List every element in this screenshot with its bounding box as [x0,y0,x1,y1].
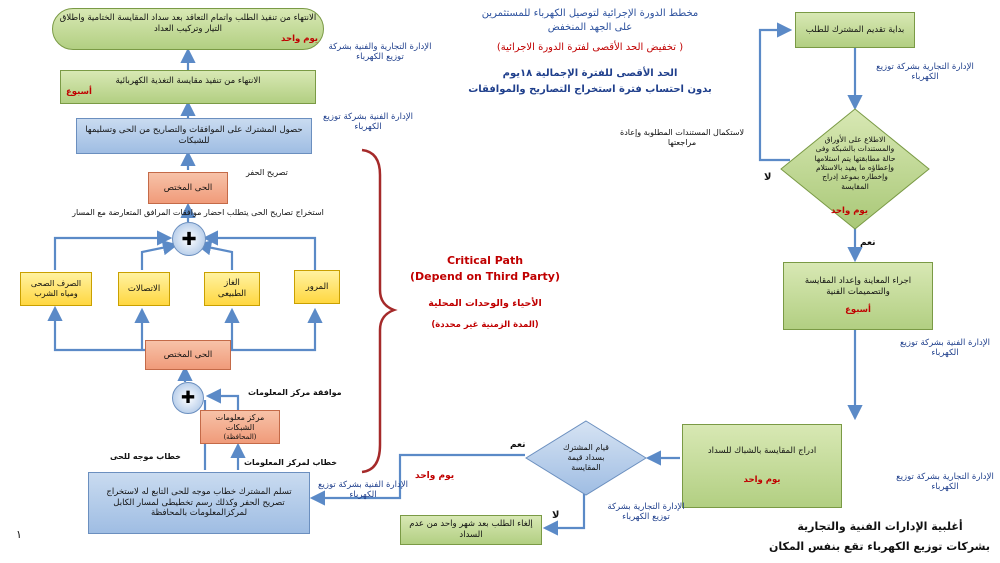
header-exclusion: بدون احتساب فترة استخراج التصاريح والموا… [468,84,712,95]
inspection-duration: أسبوع [845,305,871,316]
plus-icon-lower: ✚ [172,382,204,414]
gas-text: الغاز الطبيعى [217,278,247,299]
footer-line-2: بشركات توزيع الكهرباء تقع بنفس المكان [768,540,990,553]
finish-all-box: الانتهاء من تنفيذ الطلب واتمام التعاقد ب… [52,8,324,50]
critical-path-duration-note: (المدة الزمنية غير محددة) [431,320,539,330]
technical-label-3: الإدارة الفنية بشركة توزيع الكهرباء [323,112,413,133]
telecom-text: الاتصالات [127,283,161,294]
traffic-text: المرور [305,281,329,292]
critical-path-local-units: الأحياء والوحدات المحلية [428,298,542,309]
excavation-permit-label: تصريح الحفر [246,168,288,177]
gas-box: الغاز الطبيعى [204,272,260,306]
plus-symbol-upper: ✚ [181,228,197,250]
commercial-label-3: الإدارة التجارية بشركة توزيع الكهرباء [607,502,685,523]
inspection-box: اجراء المعاينة وإعداد المقايسة والتصميما… [783,262,933,330]
critical-path-title: Critical Path [446,254,524,267]
commercial-label-1: الإدارة التجارية بشركة توزيع الكهرباء [876,62,974,83]
technical-label-2: الإدارة الفنية بشركة توزيع الكهرباء [318,480,408,501]
critical-path-subtitle: (Depend on Third Party) [409,270,560,283]
header-title-1: مخطط الدورة الإجرائية لتوصيل الكهرباء لل… [481,8,699,19]
sewage-text: الصرف الصحى ومياه الشرب [30,279,82,298]
critical-path-brace [361,148,398,474]
plus-icon-upper: ✚ [172,222,206,256]
page-number: ١ [16,528,22,541]
finish-meter-text: الانتهاء من تنفيذ مقايسة التغذية الكهربا… [115,76,261,87]
start-box-text: بداية تقديم المشترك للطلب [805,24,905,35]
commercial-label-2: الإدارة التجارية بشركة توزيع الكهرباء [896,472,994,493]
obtain-approvals-box: حصول المشترك على الموافقات والتصاريح من … [76,118,312,154]
finish-meter-box: الانتهاء من تنفيذ مقايسة التغذية الكهربا… [60,70,316,104]
finish-all-text: الانتهاء من تنفيذ الطلب واتمام التعاقد ب… [59,13,317,34]
header-max-period: الحد الأقصى للفترة الإجمالية ١٨يوم [502,68,678,79]
review-duration: يوم واحد [831,206,868,216]
plus-symbol-lower: ✚ [180,388,196,408]
info-center-sub: (المحافظة) [223,432,257,441]
traffic-box: المرور [294,270,340,304]
start-box: بداية تقديم المشترك للطلب [795,12,915,48]
payment-decision-shape [525,420,647,496]
district-upper-box: الحى المختص [148,172,228,204]
include-payment-box: ادراج المقايسة بالشباك للسداد يوم واحد [682,424,842,508]
info-center-box: مركز معلومات الشبكات (المحافظة) [200,410,280,444]
yes-label-2: نعم [510,440,526,450]
payment-decision-text: قيام المشترك بسداد قيمة المقايسة [562,443,609,472]
footer-line-1: أغلبية الإدارات الفنية والتجارية [797,520,963,533]
info-center-text: مركز معلومات الشبكات [215,412,265,432]
include-payment-text: ادراج المقايسة بالشباك للسداد [707,446,817,457]
letter-info-label: خطاب لمركز المعلومات [244,458,338,467]
yes-label-1: نعم [860,238,876,248]
receive-letter-box: تسلم المشترك خطاب موجه للحى التابع له لا… [88,472,310,534]
obtain-approvals-text: حصول المشترك على الموافقات والتصاريح من … [85,125,303,146]
review-text: الاطلاع على الأوراق والمستندات بالشبكة و… [814,134,896,191]
finish-all-duration: يوم واحد [281,34,318,45]
commercial-technical-label: الإدارة التجارية والفنية بشركة توزيع الك… [328,42,432,63]
review-diamond-shape [780,108,930,230]
receive-letter-text: تسلم المشترك خطاب موجه للحى التابع له لا… [106,487,292,519]
technical-label-1: الإدارة الفنية بشركة توزيع الكهرباء [900,338,990,359]
letter-district-label: خطاب موجه للحى [110,452,181,461]
inspection-text: اجراء المعاينة وإعداد المقايسة والتصميما… [804,276,912,297]
header-title-2: على الجهد المنخفض [547,22,633,33]
receive-letter-duration: يوم واحد [415,471,455,481]
header-subtitle: ( تخفيض الحد الأقصى لفترة الدورة الاجرائ… [496,42,684,53]
district-lower-text: الحى المختص [163,349,213,360]
cancel-box: إلغاء الطلب بعد شهر واحد من عدم السداد [400,515,542,545]
no-label-1: لا [764,172,772,183]
district-upper-text: الحى المختص [163,182,213,193]
telecom-box: الاتصالات [118,272,170,306]
permits-extraction-label: استخراج تصاريح الحى يتطلب احضار موافقات … [72,208,324,217]
district-lower-box: الحى المختص [145,340,231,370]
cancel-text: إلغاء الطلب بعد شهر واحد من عدم السداد [409,519,533,540]
no-label-2: لا [552,510,560,521]
include-payment-duration: يوم واحد [743,475,781,485]
info-approval-label: موافقة مركز المعلومات [248,388,342,397]
finish-meter-duration: أسبوع [66,87,92,97]
sewage-box: الصرف الصحى ومياه الشرب [20,272,92,306]
review-diamond: الاطلاع على الأوراق والمستندات بالشبكة و… [805,128,905,198]
missing-docs-label: لاستكمال المستندات المطلوبة وإعادة مراجع… [620,128,744,147]
payment-decision: قيام المشترك بسداد قيمة المقايسة [550,440,622,476]
